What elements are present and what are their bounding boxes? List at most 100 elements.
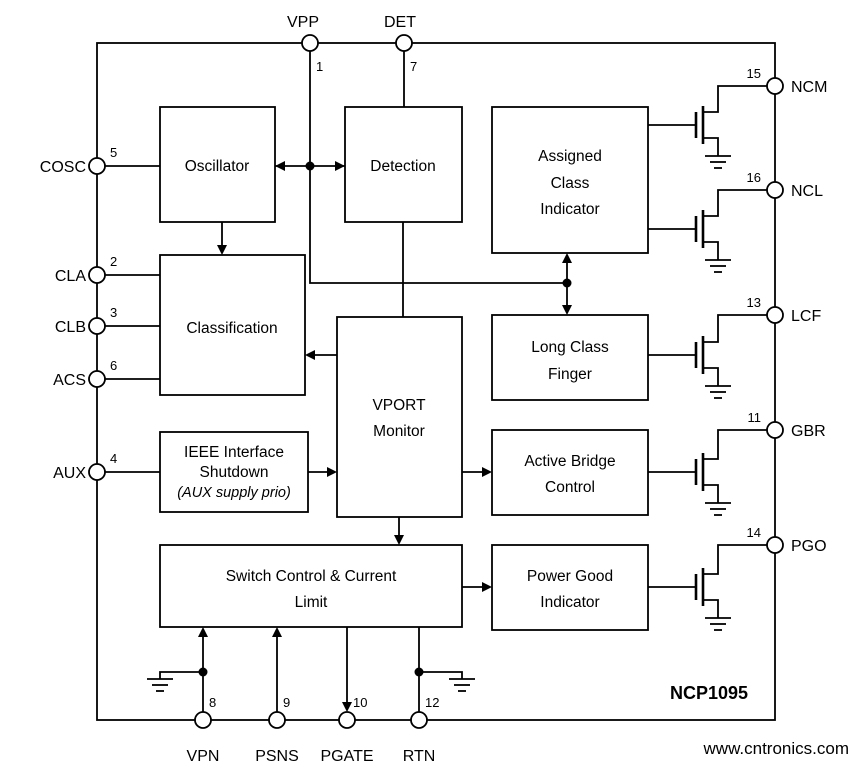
pin-ncl-number: 16 bbox=[747, 170, 761, 185]
pin-gbr-label: GBR bbox=[791, 423, 826, 440]
pin-lcf-label: LCF bbox=[791, 308, 821, 325]
nmos-ncm-drain-lead bbox=[703, 85, 767, 113]
pin-vpp-label: VPP bbox=[287, 14, 319, 31]
junction-vpp-oscdet bbox=[305, 161, 315, 171]
ground-icon bbox=[705, 155, 731, 169]
pin-det-label: DET bbox=[384, 14, 416, 31]
block-ieee-interface-shutdown-line2: Shutdown bbox=[200, 464, 269, 481]
pin-cla-number: 2 bbox=[110, 254, 117, 269]
block-active-bridge-control-line2: Control bbox=[545, 479, 595, 496]
pin-psns-label: PSNS bbox=[255, 748, 299, 765]
pin-acs: 6 ACS bbox=[53, 358, 160, 389]
block-power-good-indicator-box bbox=[491, 544, 649, 631]
nmos-pgo-drain-lead bbox=[703, 544, 767, 575]
pin-psns-number: 9 bbox=[283, 695, 290, 710]
pin-ncl: 16 NCL bbox=[747, 170, 824, 200]
pin-rtn-number: 12 bbox=[425, 695, 439, 710]
rtn-ground bbox=[419, 671, 475, 692]
pin-aux: 4 AUX bbox=[53, 451, 160, 482]
block-assigned-class-indicator-line1: Assigned bbox=[538, 148, 602, 165]
pin-vpn-pad bbox=[194, 711, 212, 729]
pin-det-pad bbox=[395, 34, 413, 52]
pin-clb-pad bbox=[88, 317, 106, 335]
rtn-ground-branch bbox=[419, 671, 463, 679]
vpn-ground-branch bbox=[159, 671, 203, 679]
block-switch-control-current-limit-line2: Limit bbox=[295, 594, 328, 611]
block-switch-control-current-limit: Switch Control & Current Limit bbox=[159, 544, 463, 628]
nmos-gbr bbox=[648, 429, 767, 516]
block-active-bridge-control-line1: Active Bridge bbox=[524, 453, 615, 470]
pin-acs-number: 6 bbox=[110, 358, 117, 373]
pin-det: 7 DET bbox=[384, 14, 417, 107]
pin-lcf: 13 LCF bbox=[747, 295, 822, 325]
wire-vpp-net bbox=[309, 51, 567, 284]
arrowhead-vport-to-classification bbox=[305, 350, 315, 360]
arrowhead-switch-to-powergood bbox=[482, 582, 492, 592]
block-classification-label: Classification bbox=[186, 320, 277, 337]
pin-lcf-pad bbox=[766, 306, 784, 324]
pin-psns-pad bbox=[268, 711, 286, 729]
pin-gbr: 11 GBR bbox=[748, 410, 826, 440]
block-power-good-indicator-line1: Power Good bbox=[527, 568, 613, 585]
block-oscillator: Oscillator bbox=[159, 106, 276, 223]
junction-class-finger bbox=[562, 278, 572, 288]
pin-pgo: 14 PGO bbox=[747, 525, 827, 555]
block-detection-box bbox=[344, 106, 463, 223]
nmos-pgo-source-lead bbox=[703, 599, 719, 618]
arrowhead-ieee-to-vport bbox=[327, 467, 337, 477]
pin-pgo-label: PGO bbox=[791, 538, 827, 555]
ground-icon bbox=[147, 678, 173, 692]
nmos-gbr-source-lead bbox=[703, 484, 719, 503]
pin-pgate-label: PGATE bbox=[320, 748, 373, 765]
pin-cosc-number: 5 bbox=[110, 145, 117, 160]
pin-clb: 3 CLB bbox=[55, 305, 160, 336]
block-switch-control-current-limit-box bbox=[159, 544, 463, 628]
arrowhead-into-long-class bbox=[562, 305, 572, 315]
pin-vpp: 1 VPP bbox=[287, 14, 323, 74]
vpn-ground bbox=[147, 671, 203, 692]
block-assigned-class-indicator-line2: Class bbox=[551, 175, 590, 192]
pin-cla-label: CLA bbox=[55, 268, 86, 285]
block-switch-control-current-limit-line1: Switch Control & Current bbox=[226, 568, 397, 585]
pin-vpn: 8 VPN bbox=[187, 629, 220, 765]
arrowhead-vport-to-switch bbox=[394, 535, 404, 545]
block-long-class-finger: Long Class Finger bbox=[491, 314, 649, 401]
pin-lcf-number: 13 bbox=[747, 295, 761, 310]
pin-aux-number: 4 bbox=[110, 451, 117, 466]
ground-icon bbox=[705, 385, 731, 399]
block-long-class-finger-line1: Long Class bbox=[531, 339, 609, 356]
block-classification: Classification bbox=[159, 254, 306, 396]
watermark: www.cntronics.com bbox=[703, 739, 849, 758]
block-classification-box bbox=[159, 254, 306, 396]
pin-ncm: 15 NCM bbox=[747, 66, 828, 96]
arrowhead-into-assigned-class bbox=[562, 253, 572, 263]
pin-ncl-label: NCL bbox=[791, 183, 823, 200]
pin-aux-pad bbox=[88, 463, 106, 481]
pin-rtn: 12 RTN bbox=[403, 627, 439, 765]
nmos-ncm bbox=[648, 85, 767, 169]
pin-ncm-label: NCM bbox=[791, 79, 827, 96]
pin-ncm-pad bbox=[766, 77, 784, 95]
block-ieee-interface-shutdown-box bbox=[159, 431, 309, 513]
pin-acs-label: ACS bbox=[53, 372, 86, 389]
pin-cla-pad bbox=[88, 266, 106, 284]
block-long-class-finger-box bbox=[491, 314, 649, 401]
pin-psns: 9 PSNS bbox=[255, 629, 299, 765]
nmos-ncl-drain-lead bbox=[703, 189, 767, 217]
block-active-bridge-control: Active Bridge Control bbox=[491, 429, 649, 516]
ground-icon bbox=[705, 617, 731, 631]
pin-rtn-label: RTN bbox=[403, 748, 436, 765]
block-oscillator-box bbox=[159, 106, 276, 223]
pin-pgate: 10 PGATE bbox=[320, 627, 374, 765]
pin-vpn-label: VPN bbox=[187, 748, 220, 765]
pin-clb-number: 3 bbox=[110, 305, 117, 320]
nmos-ncm-source-lead bbox=[703, 137, 719, 156]
block-ieee-interface-shutdown-line1: IEEE Interface bbox=[184, 444, 284, 461]
pin-ncm-number: 15 bbox=[747, 66, 761, 81]
block-oscillator-label: Oscillator bbox=[185, 158, 250, 175]
block-vport-monitor-line1: VPORT bbox=[372, 397, 426, 414]
block-detection: Detection bbox=[344, 106, 463, 223]
chip-title: NCP1095 bbox=[670, 683, 748, 703]
